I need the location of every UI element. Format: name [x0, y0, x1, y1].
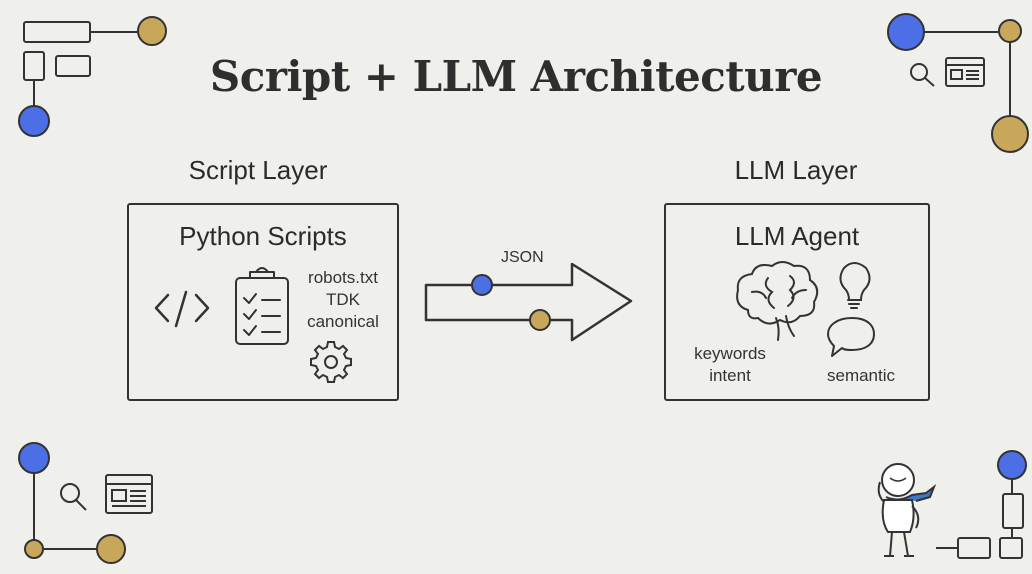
script-layer-label: Script Layer [188, 155, 328, 185]
corner-decoration-bottom-right [877, 450, 1027, 559]
browser-window-icon [945, 57, 985, 87]
node-rect [23, 21, 91, 43]
browser-window-icon [105, 474, 153, 514]
gold-node [137, 16, 167, 46]
person-figure-icon [877, 463, 937, 557]
lightbulb-icon [839, 262, 871, 309]
gear-icon [310, 341, 352, 383]
speech-bubble-icon [827, 317, 875, 357]
blue-node [471, 274, 493, 296]
llm-left-items: keywords intent [680, 343, 780, 387]
llm-item-keywords: keywords [694, 344, 766, 363]
diagram-title: Script + LLM Architecture [209, 52, 823, 101]
brain-icon [736, 261, 819, 341]
llm-agent-box: LLM Agent [664, 203, 930, 401]
json-arrow [424, 262, 633, 342]
corner-decoration-bottom-left [18, 442, 153, 564]
magnifier-icon [60, 483, 87, 511]
script-item-robots: robots.txt [308, 268, 378, 287]
code-icon [154, 290, 210, 328]
magnifier-icon [910, 63, 935, 87]
script-item-canonical: canonical [307, 312, 379, 331]
script-items: robots.txt TDK canonical [298, 267, 388, 333]
llm-item-intent: intent [709, 366, 751, 385]
blue-node [18, 105, 50, 137]
corner-decoration-top-right [887, 13, 1029, 153]
corner-decoration-top-left [18, 16, 167, 137]
json-label: JSON [501, 249, 544, 266]
llm-item-semantic: semantic [826, 366, 896, 385]
python-scripts-title: Python Scripts [179, 221, 347, 251]
llm-layer-label: LLM Layer [734, 155, 858, 185]
python-scripts-box: Python Scripts [127, 203, 399, 401]
gold-node [529, 309, 551, 331]
script-item-tdk: TDK [326, 290, 360, 309]
clipboard-checklist-icon [235, 267, 289, 345]
llm-agent-title: LLM Agent [734, 221, 860, 251]
